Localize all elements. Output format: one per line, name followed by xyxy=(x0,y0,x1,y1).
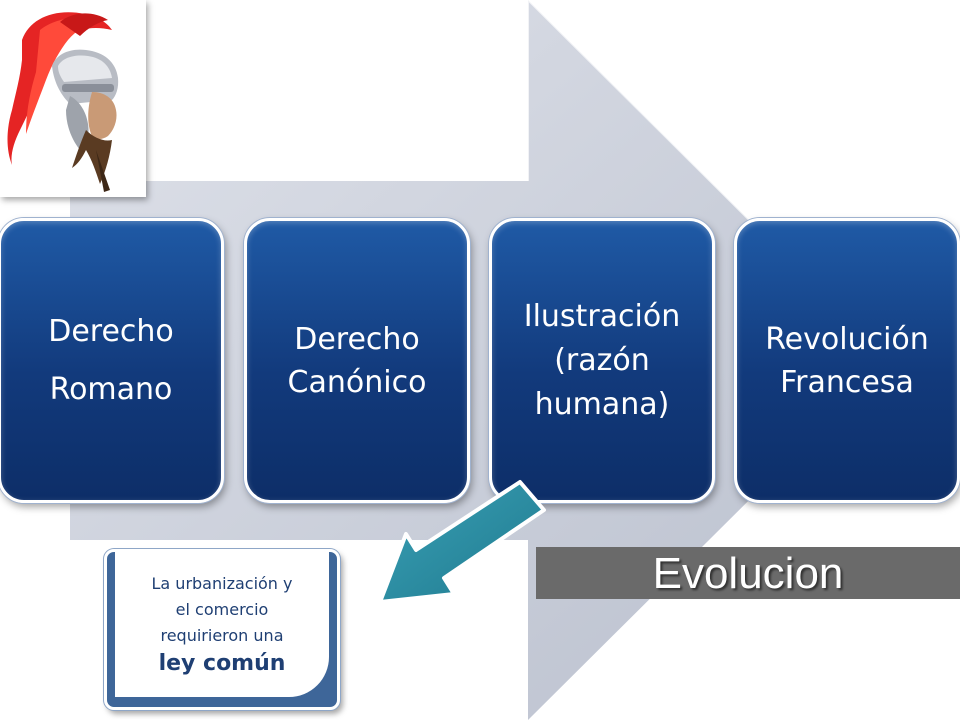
step-label: Revolución Francesa xyxy=(765,321,929,400)
step-label: Ilustración (razón humana) xyxy=(523,298,681,422)
step-card-derecho-romano: Derecho Romano xyxy=(0,218,224,503)
evolucion-banner: Evolucion xyxy=(536,547,960,599)
note-body: La urbanización y el comercio requiriero… xyxy=(115,552,329,697)
banner-title: Evolucion xyxy=(652,549,844,598)
roman-helmet-icon xyxy=(7,12,119,192)
pointer-arrow-icon xyxy=(378,480,546,604)
step-card-derecho-canonico: Derecho Canónico xyxy=(244,218,470,503)
step-card-ilustracion: Ilustración (razón humana) xyxy=(489,218,715,503)
note-emphasis: ley común xyxy=(158,650,286,676)
step-label: Derecho Canónico xyxy=(287,321,427,400)
roman-helmet-logo xyxy=(0,0,146,197)
step-card-revolucion-francesa: Revolución Francesa xyxy=(734,218,960,503)
note-card: La urbanización y el comercio requiriero… xyxy=(104,549,340,710)
note-text: La urbanización y el comercio requiriero… xyxy=(151,573,293,645)
step-label: Derecho Romano xyxy=(48,313,174,407)
